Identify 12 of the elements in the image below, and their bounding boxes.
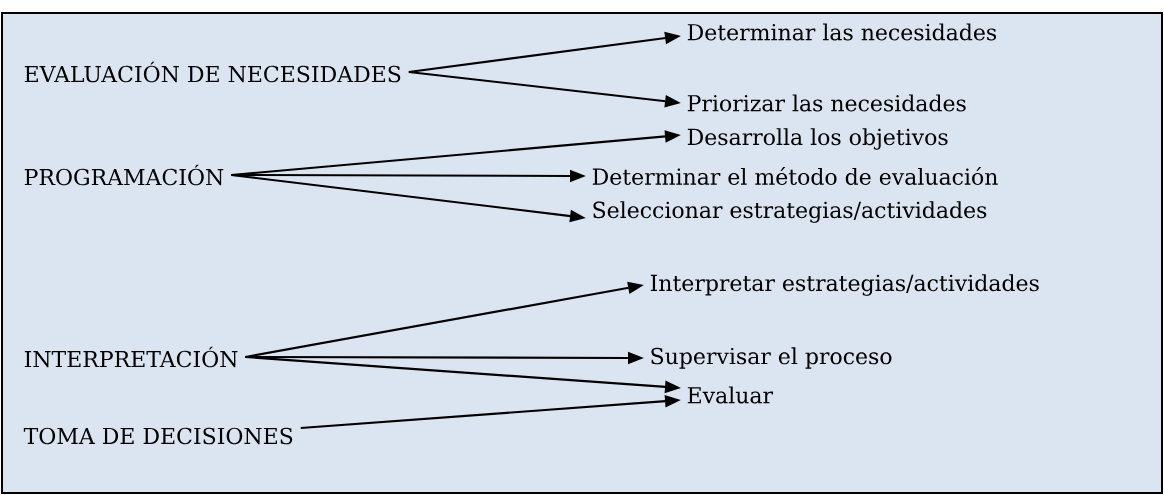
- label-text: Desarrolla los objetivos: [687, 128, 948, 150]
- label-text: PROGRAMACIÓN: [24, 164, 224, 186]
- label-text: Supervisar el proceso: [651, 347, 892, 369]
- label-text: Interpretar estrategias/actividades: [650, 274, 1039, 296]
- label-text: Evaluar: [687, 386, 774, 404]
- label-text: EVALUACIÓN DE NECESIDADES: [24, 61, 401, 83]
- label-text: TOMA DE DECISIONES: [23, 427, 293, 445]
- label-text: Determinar las necesidades: [687, 23, 997, 41]
- label-text: INTERPRETACIÓN: [24, 346, 238, 368]
- label-text: Seleccionar estrategias/actividades: [593, 201, 987, 223]
- label-text: Determinar el método de evaluación: [592, 167, 998, 185]
- label-text: Priorizar las necesidades: [687, 94, 966, 112]
